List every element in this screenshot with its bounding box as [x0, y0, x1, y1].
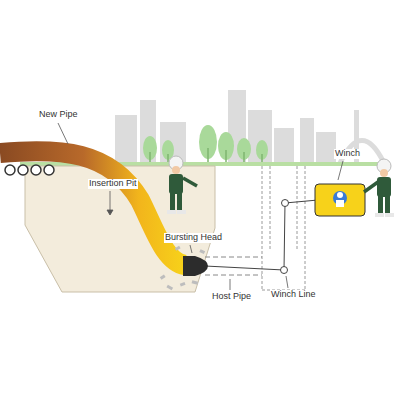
leader-lines — [58, 123, 343, 290]
part-label: Insertion Pit — [88, 179, 138, 189]
pulley — [282, 200, 289, 207]
part-label: Host Pipe — [211, 292, 252, 302]
worker — [364, 159, 394, 217]
winch — [315, 184, 365, 216]
worker — [167, 156, 197, 214]
pipe-rollers — [5, 165, 54, 175]
trees — [143, 125, 268, 163]
part-label: Bursting Head — [164, 233, 223, 243]
part-label: Winch Line — [270, 290, 317, 300]
city-skyline — [115, 90, 384, 163]
pulley — [281, 267, 288, 274]
receiving-shaft — [262, 166, 305, 290]
insertion-pit — [25, 166, 215, 292]
part-label: New Pipe — [38, 110, 79, 120]
new-pipe — [0, 151, 185, 265]
part-label: Winch — [334, 149, 361, 159]
bursting-head — [183, 256, 208, 276]
pipe-fragments — [160, 246, 205, 291]
